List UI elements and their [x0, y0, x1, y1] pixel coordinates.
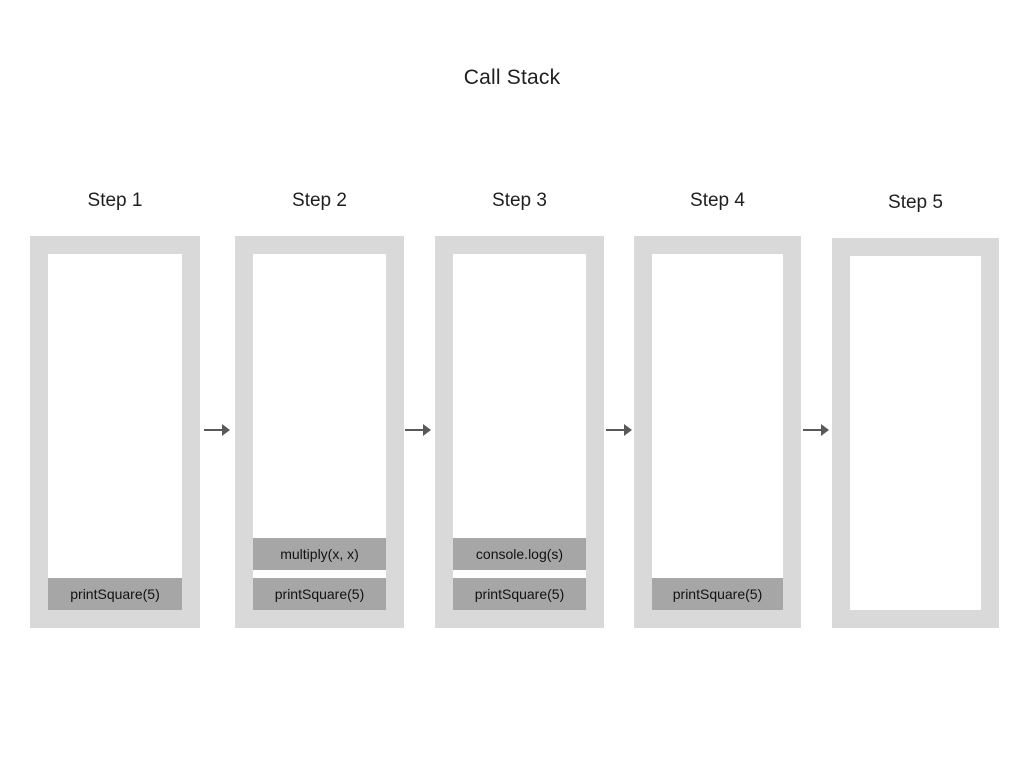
step-4-label: Step 4 [690, 190, 745, 211]
step-4-stack-inner: printSquare(5) [652, 254, 783, 610]
step-3-label: Step 3 [492, 190, 547, 211]
frame-gap [453, 570, 586, 578]
steps-row: Step 1 printSquare(5) Step 2 multiply(x,… [0, 190, 1024, 640]
stack-frame: printSquare(5) [253, 578, 386, 610]
frame-gap [253, 570, 386, 578]
stack-frame: printSquare(5) [48, 578, 182, 610]
step-1-label: Step 1 [87, 190, 143, 211]
step-3-stack-container: console.log(s) printSquare(5) [435, 236, 604, 628]
step-2-stack-inner: multiply(x, x) printSquare(5) [253, 254, 386, 610]
arrow-right-icon-3 [602, 418, 636, 442]
arrow-right-icon-1 [200, 418, 234, 442]
step-5-stack-inner [850, 256, 981, 610]
step-3-stack-inner: console.log(s) printSquare(5) [453, 254, 586, 610]
arrow-right-icon-4 [799, 418, 833, 442]
stack-frame: printSquare(5) [453, 578, 586, 610]
step-1-stack-inner: printSquare(5) [48, 254, 182, 610]
page-title: Call Stack [463, 66, 561, 89]
step-5-label: Step 5 [888, 192, 943, 213]
step-1-stack-container: printSquare(5) [30, 236, 200, 628]
step-4-stack-container: printSquare(5) [634, 236, 801, 628]
step-2-label: Step 2 [292, 190, 347, 211]
stack-frame: console.log(s) [453, 538, 586, 570]
arrow-right-icon-2 [401, 418, 435, 442]
stack-frame: multiply(x, x) [253, 538, 386, 570]
stack-frame: printSquare(5) [652, 578, 783, 610]
step-2-stack-container: multiply(x, x) printSquare(5) [235, 236, 404, 628]
step-5-stack-container [832, 238, 999, 628]
